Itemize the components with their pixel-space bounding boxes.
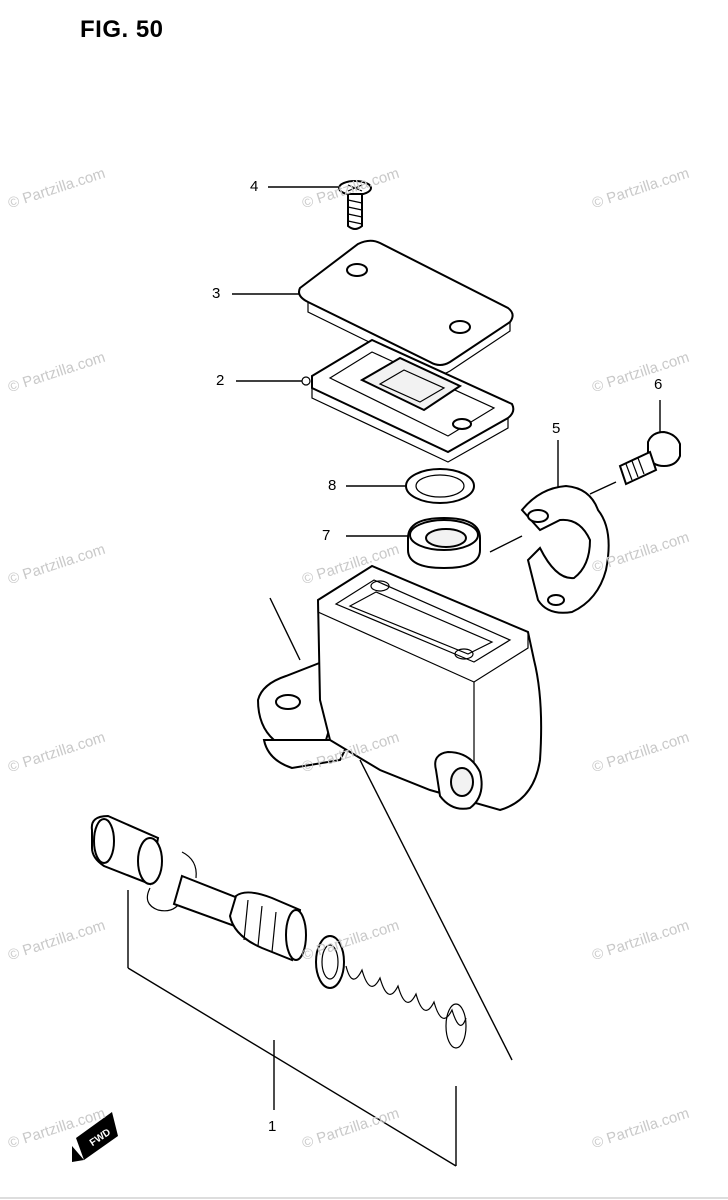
part-8-ring <box>405 468 475 504</box>
part-2-diaphragm <box>301 338 515 463</box>
callout-3: 3 <box>212 285 221 302</box>
part-4-screw <box>338 180 372 230</box>
callout-2: 2 <box>216 372 225 389</box>
part-1-piston-kit <box>90 814 467 1049</box>
callout-6: 6 <box>654 376 663 393</box>
callout-7: 7 <box>322 527 331 544</box>
part-6-bolt <box>618 400 681 486</box>
part-3-cap <box>298 239 514 375</box>
part-5-clamp <box>489 440 617 614</box>
figure-title: FIG. 50 <box>80 16 164 43</box>
callout-8: 8 <box>328 477 337 494</box>
callout-4: 4 <box>250 178 259 195</box>
leader-1-bracket <box>127 967 457 1167</box>
callout-5: 5 <box>552 420 561 437</box>
callout-1: 1 <box>268 1118 277 1135</box>
master-cylinder-body <box>256 564 543 1061</box>
fwd-arrow-icon: FWD <box>72 1112 118 1162</box>
part-7-boot <box>407 516 481 570</box>
